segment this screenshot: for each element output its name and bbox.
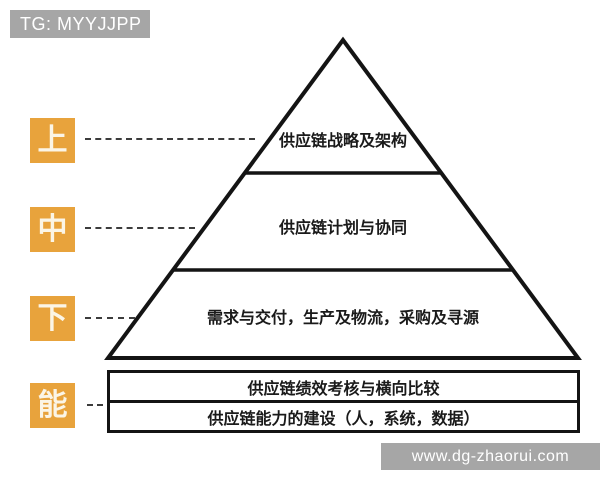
tg-watermark-text: TG: MYYJJPP <box>20 13 142 34</box>
website-watermark-text: www.dg-zhaorui.com <box>411 447 570 465</box>
connector-dashed-line-lower <box>85 317 135 319</box>
side-badge-capability: 能 <box>30 383 75 428</box>
capability-box: 供应链能力的建设（人，系统，数据） <box>107 400 580 433</box>
tg-watermark-badge: TG: MYYJJPP <box>10 10 150 38</box>
side-badge-lower: 下 <box>30 296 75 341</box>
side-badge-middle: 中 <box>30 207 75 252</box>
pyramid-level-strategy-label: 供应链战略及架构 <box>278 133 407 150</box>
performance-box-label: 供应链绩效考核与横向比较 <box>247 380 440 398</box>
website-watermark-badge: www.dg-zhaorui.com <box>381 443 600 470</box>
pyramid-outline <box>104 36 582 360</box>
connector-dashed-line-upper <box>85 138 255 140</box>
connector-dashed-line-middle <box>85 227 195 229</box>
capability-box-label: 供应链能力的建设（人，系统，数据） <box>207 410 480 428</box>
performance-box: 供应链绩效考核与横向比较 <box>107 370 580 403</box>
connector-dashed-line-capability <box>87 404 103 406</box>
side-badge-upper: 上 <box>30 118 75 163</box>
pyramid-level-execution-label: 需求与交付，生产及物流，采购及寻源 <box>206 310 479 327</box>
pyramid-level-planning-label: 供应链计划与协同 <box>278 220 407 237</box>
